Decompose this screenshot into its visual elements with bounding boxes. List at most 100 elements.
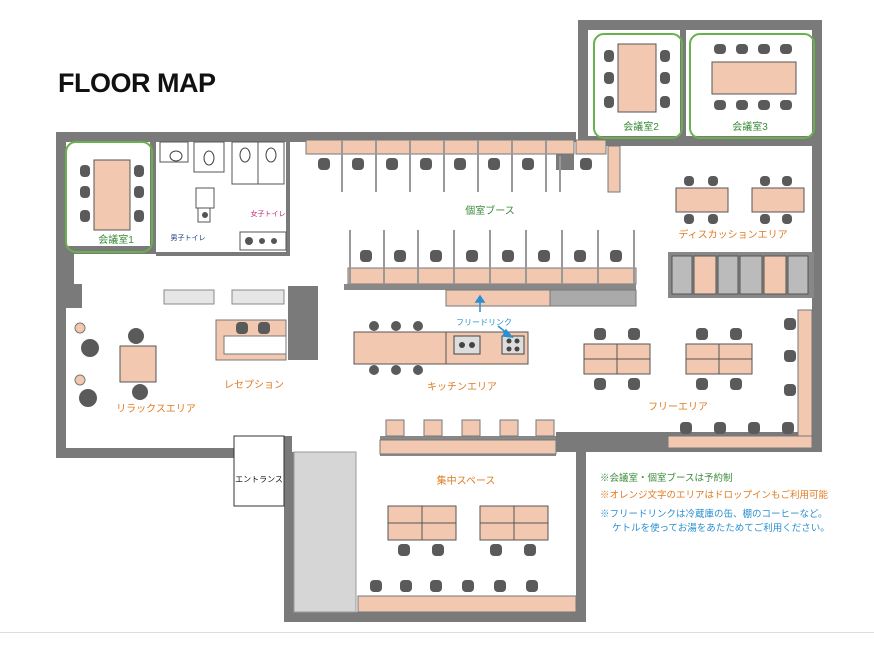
sink-icon bbox=[202, 212, 208, 218]
chair bbox=[386, 158, 398, 170]
meeting-room-1-outline[interactable] bbox=[65, 141, 153, 253]
chair bbox=[258, 322, 270, 334]
chair bbox=[628, 328, 640, 340]
page-bottom-edge bbox=[0, 632, 874, 645]
wall-segment bbox=[56, 132, 576, 142]
chair bbox=[758, 100, 770, 110]
meeting-table-1 bbox=[93, 159, 131, 231]
wall-segment bbox=[286, 142, 290, 256]
armchair bbox=[132, 384, 148, 400]
side-table bbox=[74, 374, 86, 386]
label-discussion-area: ディスカッションエリア bbox=[678, 228, 787, 241]
chair bbox=[604, 50, 614, 62]
label-reception: レセプション bbox=[224, 379, 284, 391]
wall-segment bbox=[56, 448, 234, 458]
wall-segment bbox=[812, 20, 822, 450]
chair bbox=[696, 328, 708, 340]
chair bbox=[400, 580, 412, 592]
booths-top-row bbox=[305, 139, 621, 193]
toilet-icon bbox=[239, 147, 251, 163]
armchair bbox=[79, 389, 97, 407]
label-mens-toilet: 男子トイレ bbox=[171, 234, 206, 242]
label-focus-space: 集中スペース bbox=[437, 474, 496, 487]
chair bbox=[784, 384, 796, 396]
sink-icon bbox=[453, 335, 481, 355]
toilet-area bbox=[159, 141, 287, 251]
armchair bbox=[128, 328, 144, 344]
wall-segment bbox=[288, 286, 318, 360]
chair bbox=[680, 422, 692, 434]
chair bbox=[134, 165, 144, 177]
wall-segment bbox=[578, 20, 822, 30]
counter-bottom bbox=[667, 435, 813, 449]
chair bbox=[780, 100, 792, 110]
relax-area bbox=[74, 322, 157, 407]
side-table bbox=[74, 322, 86, 334]
meeting-1-chairs bbox=[80, 165, 144, 222]
wall-segment bbox=[284, 436, 292, 456]
stool bbox=[391, 365, 401, 375]
label-free-area: フリーエリア bbox=[648, 402, 708, 413]
chair bbox=[80, 210, 90, 222]
chair bbox=[784, 318, 796, 330]
entrance-box[interactable] bbox=[233, 435, 285, 507]
reception-area bbox=[163, 289, 287, 361]
chair bbox=[80, 186, 90, 198]
chair bbox=[660, 96, 670, 108]
stove-icon bbox=[501, 335, 525, 355]
meeting-room-2-outline[interactable] bbox=[593, 33, 683, 139]
focus-space bbox=[357, 419, 577, 613]
chair bbox=[398, 544, 410, 556]
chair bbox=[784, 350, 796, 362]
stool bbox=[369, 365, 379, 375]
chair bbox=[538, 250, 550, 262]
label-meeting-room-3: 会議室3 bbox=[732, 120, 768, 133]
chair bbox=[660, 72, 670, 84]
chair bbox=[696, 378, 708, 390]
meeting-room-3-outline[interactable] bbox=[689, 33, 815, 139]
chair bbox=[760, 176, 770, 186]
sink bbox=[195, 187, 215, 209]
chair bbox=[782, 422, 794, 434]
chair bbox=[522, 158, 534, 170]
chair bbox=[318, 158, 330, 170]
chair bbox=[758, 44, 770, 54]
note-reservation: ※会議室・個室ブースは予約制 bbox=[600, 473, 733, 484]
chair bbox=[524, 544, 536, 556]
toilet-icon bbox=[203, 150, 215, 166]
chair bbox=[660, 50, 670, 62]
chair bbox=[488, 158, 500, 170]
counter-right bbox=[797, 309, 813, 441]
chair bbox=[736, 44, 748, 54]
chair bbox=[432, 544, 444, 556]
chair bbox=[490, 544, 502, 556]
label-relax-area: リラックスエリア bbox=[116, 403, 196, 415]
wall-segment bbox=[156, 252, 290, 256]
chair bbox=[580, 158, 592, 170]
chair bbox=[610, 250, 622, 262]
wall-segment bbox=[60, 284, 82, 308]
chair bbox=[134, 210, 144, 222]
label-private-booth: 個室ブース bbox=[465, 204, 515, 217]
chair bbox=[454, 158, 466, 170]
wall-segment bbox=[66, 252, 74, 288]
label-kitchen-area: キッチンエリア bbox=[427, 381, 497, 393]
chair bbox=[360, 250, 372, 262]
note-dropin: ※オレンジ文字のエリアはドロップインもご利用可能 bbox=[600, 490, 829, 501]
chair bbox=[604, 72, 614, 84]
chair bbox=[526, 580, 538, 592]
label-free-drink: フリードリンク bbox=[456, 318, 512, 327]
meeting-table-2 bbox=[617, 43, 657, 113]
sink-icon bbox=[259, 238, 265, 244]
chair bbox=[574, 250, 586, 262]
chair bbox=[780, 44, 792, 54]
free-area bbox=[583, 309, 813, 449]
note-kettle: ケトルを使ってお湯をあたためてご利用ください。 bbox=[612, 523, 830, 534]
label-entrance: エントランス bbox=[235, 475, 283, 484]
discussion-area bbox=[668, 176, 814, 298]
sink-icon bbox=[245, 237, 253, 245]
page-title: FLOOR MAP bbox=[58, 68, 216, 98]
chair bbox=[462, 580, 474, 592]
meeting-table-3 bbox=[711, 61, 797, 95]
